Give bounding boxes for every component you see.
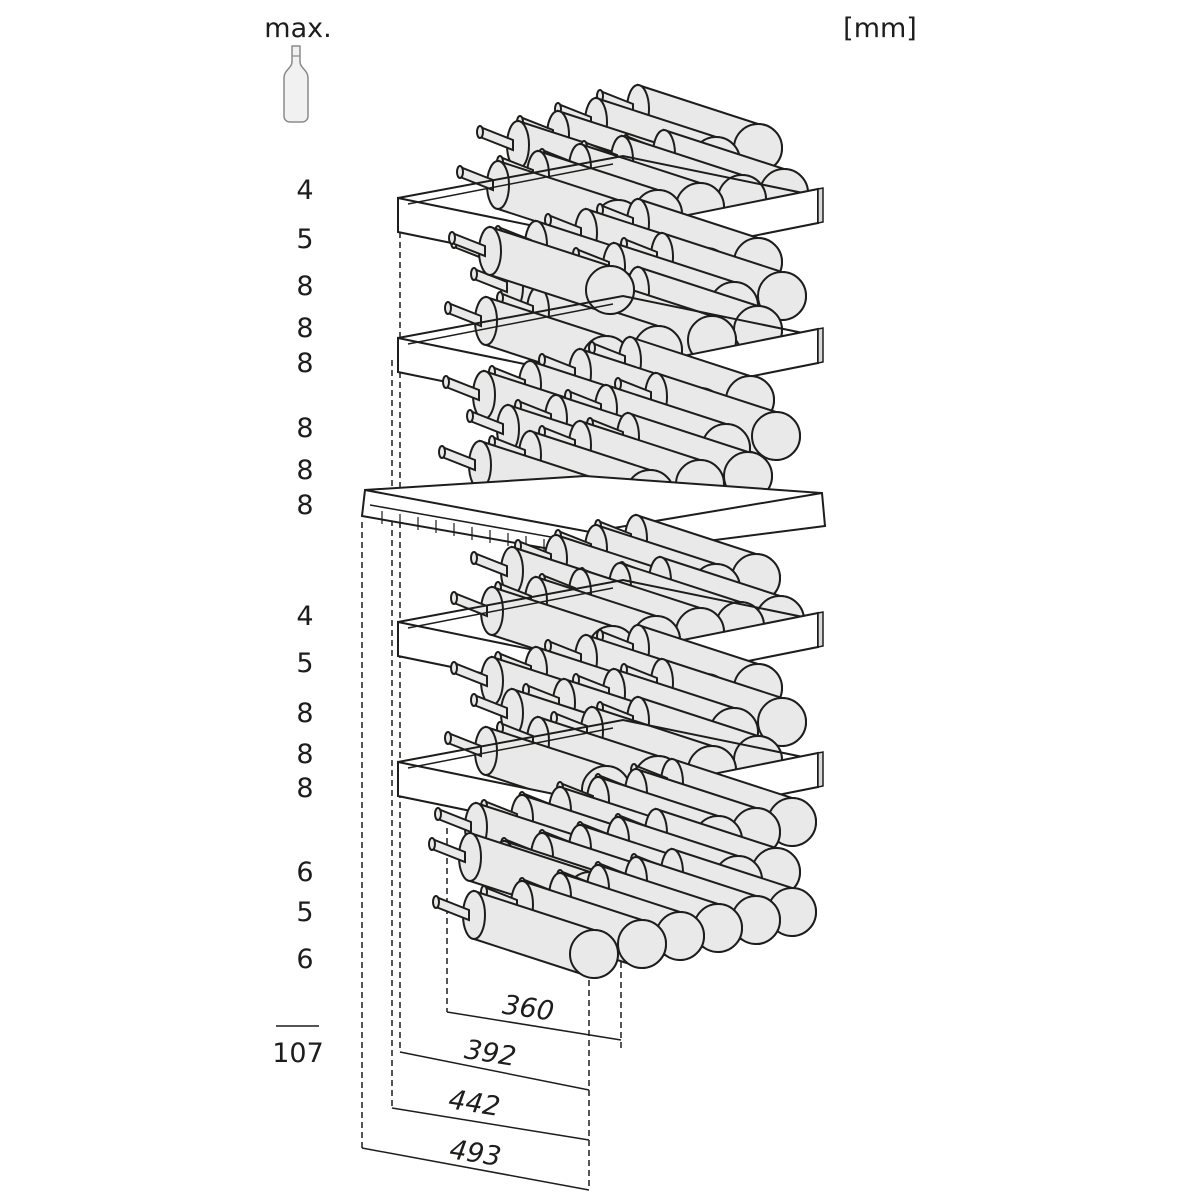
shelf-count-3: 8 xyxy=(296,271,313,302)
unit-label: [mm] xyxy=(843,13,917,44)
shelf-count-1: 4 xyxy=(296,175,313,206)
shelf-count-7: 8 xyxy=(296,455,313,486)
shelf-count-2: 5 xyxy=(296,224,313,255)
shelf-count-9: 4 xyxy=(296,601,313,632)
total-count: 107 xyxy=(272,1038,324,1069)
shelf-count-13: 8 xyxy=(296,773,313,804)
shelf-count-column: 4 5 8 8 8 8 8 8 4 5 8 8 8 6 5 6 107 xyxy=(272,175,324,1069)
depth-dim-392: 392 xyxy=(462,1034,518,1073)
depth-dimension-lines xyxy=(361,1011,622,1191)
shelf-count-14: 6 xyxy=(296,857,313,888)
shelf-count-4: 8 xyxy=(296,313,313,344)
shelf-count-10: 5 xyxy=(296,648,313,679)
section-1 xyxy=(360,84,827,558)
shelf-count-12: 8 xyxy=(296,739,313,770)
depth-dim-493: 493 xyxy=(447,1134,503,1173)
depth-dimension-labels: 360 392 442 493 xyxy=(446,990,555,1173)
shelf-count-11: 8 xyxy=(296,698,313,729)
shelf-count-6: 8 xyxy=(296,413,313,444)
shelf-count-16: 6 xyxy=(296,944,313,975)
max-label: max. xyxy=(264,13,331,44)
shelf-count-15: 5 xyxy=(296,897,313,928)
depth-dim-360: 360 xyxy=(501,990,556,1028)
shelf-count-5: 8 xyxy=(296,348,313,379)
shelf-count-8: 8 xyxy=(296,490,313,521)
depth-dim-442: 442 xyxy=(446,1084,502,1123)
wine-bottle-icon xyxy=(283,45,309,123)
